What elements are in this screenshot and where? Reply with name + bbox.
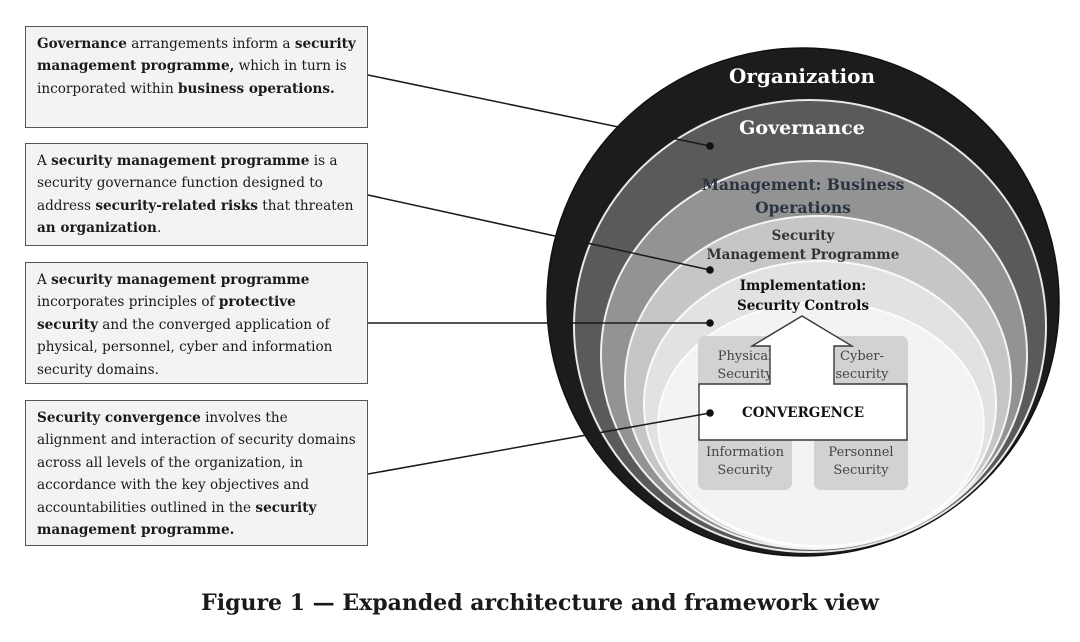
domain-personnel-security [814,428,908,490]
domain-physical-label-line1: Physical [718,349,772,364]
bold-text-segment: security management programme, [37,36,356,75]
leader-line-security-management-programme [367,194,711,271]
text-segment: . [156,220,162,237]
label-smp-line2: Management Programme [707,247,900,263]
leader-dot-protective-security [706,319,714,327]
text-segment: that threaten [257,197,354,214]
domain-personnel-label-line2: Security [833,463,889,478]
domain-physical-security [698,336,792,394]
convergence-label: CONVERGENCE [742,405,864,421]
bold-text-segment: security-related risks [95,197,258,214]
domain-cybersecurity [814,336,908,394]
domain-information-security [698,428,792,490]
label-organization: Organization [729,64,876,88]
bold-text-segment: protective security [37,294,296,333]
bold-text-segment: an organization [37,220,157,237]
text-segment: and the converged application of physica… [37,316,333,378]
domain-personnel-label-line1: Personnel [828,445,893,460]
bold-text-segment: security management programme [51,153,310,169]
text-segment: is a security governance function design… [37,153,338,214]
figure-caption: Figure 1 — Expanded architecture and fra… [201,590,879,616]
text-segment: involves the alignment and interaction o… [37,410,356,516]
label-smp-line1: Security [772,228,836,244]
nested-rings-diagram: Organization Governance Management: Busi… [367,47,1060,557]
bold-text-segment: business operations. [178,80,335,97]
domain-physical-label-line2: Security [717,367,773,382]
text-box-security-management-programme: A security management programme is a sec… [25,143,368,246]
text-box-governance: Governance arrangements inform a securit… [25,26,368,128]
domain-information-label-line2: Security [717,463,773,478]
label-implementation-line2: Security Controls [737,298,869,314]
convergence-arrow-box [698,315,908,441]
bold-text-segment: Security convergence [37,410,201,426]
text-segment: incorporates principles of [37,294,219,311]
domain-information-label-line1: Information [706,445,785,460]
text-segment: A [37,153,52,169]
text-segment: which in turn is incorporated within [37,58,347,97]
leader-dot-security-management-programme [706,266,714,274]
text-box-security-convergence: Security convergence involves the alignm… [25,400,368,546]
bold-text-segment: security management programme. [37,499,317,539]
label-implementation-line1: Implementation: [740,278,867,294]
label-management-line1: Management: Business [702,175,905,194]
label-management-line2: Operations [755,198,851,217]
leader-dot-convergence [706,409,714,417]
leader-line-convergence [367,412,711,475]
label-governance: Governance [739,117,865,139]
text-segment: arrangements inform a [126,36,295,52]
leader-line-governance [367,74,711,147]
leader-dot-governance [706,142,714,150]
domain-cyber-label-line2: security [836,367,890,382]
domain-cyber-label-line1: Cyber- [840,349,884,364]
text-segment: A [37,272,52,288]
text-box-protective-security: A security management programme incorpor… [25,262,368,384]
bold-text-segment: Governance [37,36,127,52]
bold-text-segment: security management programme [51,272,310,288]
